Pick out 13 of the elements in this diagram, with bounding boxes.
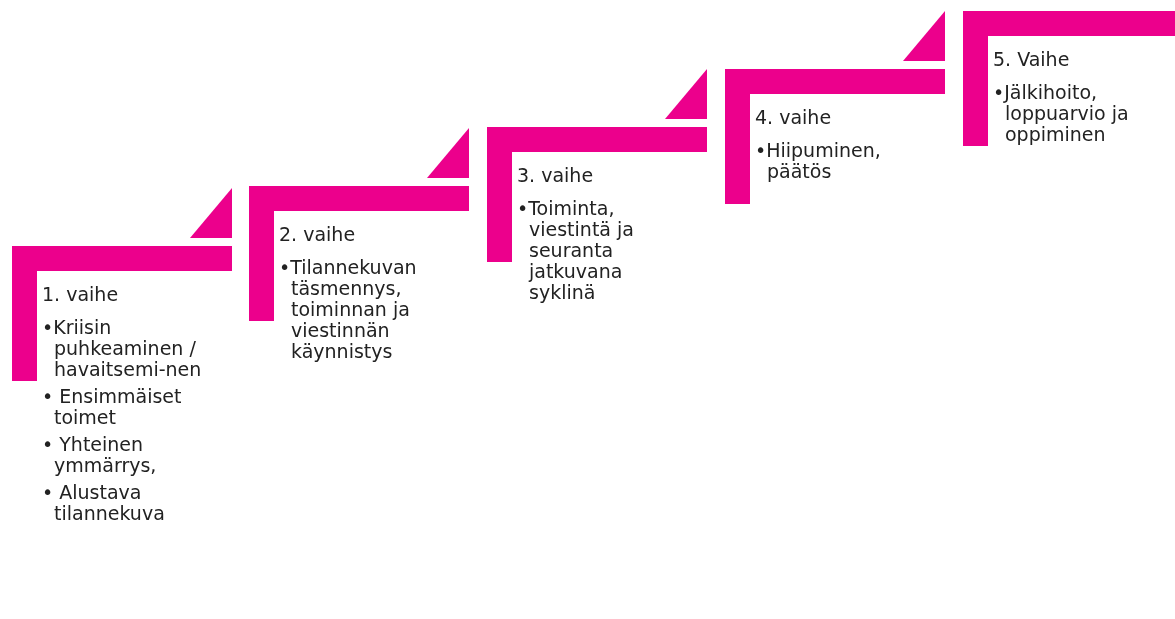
bullet-text: • Ensimmäiset toimet: [42, 386, 183, 428]
step-heading: 1. vaihe: [42, 283, 119, 305]
bullet-text: • Alustava tilannekuva: [42, 482, 166, 524]
step-heading: 3. vaihe: [517, 164, 594, 186]
step-heading: 4. vaihe: [755, 106, 832, 128]
bullet-text: •Toiminta, viestintä ja seuranta jatkuvana syklinä: [517, 198, 635, 303]
bullet-text: • Yhteinen ymmärrys,: [42, 434, 158, 476]
step-heading: 2. vaihe: [279, 223, 356, 245]
step-heading: 5. Vaihe: [993, 48, 1070, 70]
bullet-text: •Kriisin puhkeaminen / havaitsemi-nen: [42, 317, 203, 380]
bullet-text: •Jälkihoito, loppuarvio ja oppiminen: [993, 82, 1130, 145]
bullet-text: •Hiipuminen, päätös: [755, 140, 882, 182]
bullet-text: •Tilannekuvan täsmennys, toiminnan ja viestinnän käynnistys: [279, 257, 418, 362]
